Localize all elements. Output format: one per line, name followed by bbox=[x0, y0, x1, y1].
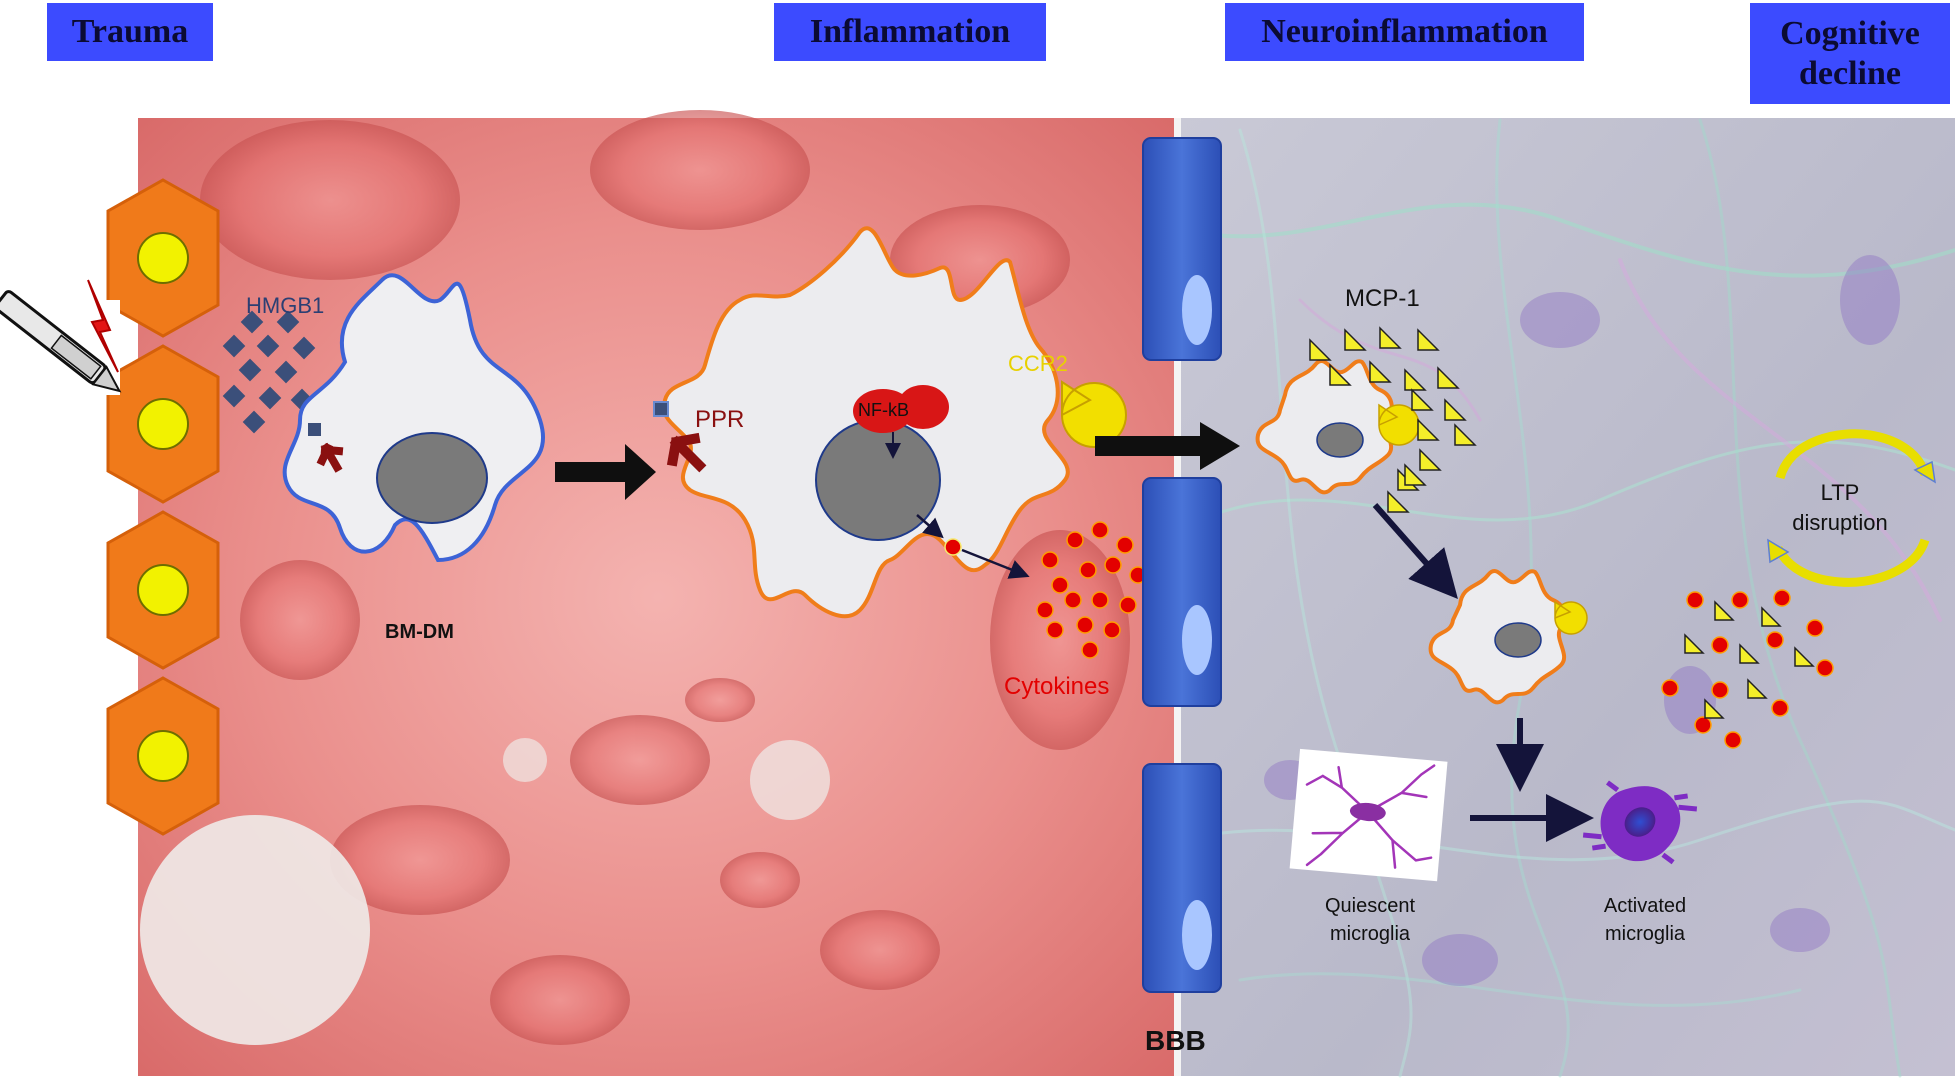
cognitive-line1: Cognitive bbox=[1780, 15, 1920, 53]
receptor-icon bbox=[316, 442, 344, 473]
mcp1-chemokines bbox=[1309, 326, 1477, 513]
nucleus bbox=[376, 432, 488, 524]
scalpel-icon bbox=[0, 290, 122, 395]
brain-cytokines bbox=[1661, 589, 1834, 749]
quiescent-microglia-label-line2: microglia bbox=[1330, 923, 1411, 945]
epithelial-cell bbox=[106, 178, 220, 338]
nascent-cytokine bbox=[944, 538, 962, 556]
stage-header-inflammation: Inflammation bbox=[774, 3, 1046, 61]
mcp1-label: MCP-1 bbox=[1345, 285, 1420, 312]
nfkb-complex bbox=[853, 385, 949, 433]
bound-hmgb1 bbox=[308, 423, 321, 436]
endothelial-cell bbox=[1142, 137, 1222, 361]
arrow-migration bbox=[1372, 503, 1458, 599]
brain-tissue-background bbox=[1178, 118, 1955, 1076]
stage-header-trauma: Trauma bbox=[47, 3, 213, 61]
bound-pamp bbox=[653, 401, 669, 417]
bm-dm-macrophage bbox=[282, 273, 545, 563]
hmgb1-label: HMGB1 bbox=[246, 293, 324, 318]
quiescent-microglia-label-line1: Quiescent bbox=[1325, 895, 1415, 917]
activated-microglia-label-line1: Activated bbox=[1604, 895, 1686, 917]
ltp-label-line2: disruption bbox=[1792, 510, 1887, 535]
nucleus bbox=[815, 419, 941, 541]
stage-header-cognitive-decline: Cognitive decline bbox=[1750, 3, 1950, 104]
arrow-crossing-bbb bbox=[1095, 422, 1240, 470]
epithelial-cell bbox=[106, 344, 220, 504]
quiescent-microglia-image bbox=[1289, 748, 1448, 882]
bm-dm-label: BM-DM bbox=[385, 621, 454, 643]
nucleus-to-cytokine-arrow bbox=[916, 514, 944, 539]
infiltrating-macrophage-1 bbox=[1255, 359, 1420, 495]
activated-microglia-label-line2: microglia bbox=[1605, 923, 1686, 945]
ppr-receptor-icon bbox=[666, 432, 707, 473]
ccr2-receptor-icon bbox=[1061, 380, 1127, 448]
stage-header-neuroinflammation: Neuroinflammation bbox=[1225, 3, 1584, 61]
nfkb-label: NF-kB bbox=[858, 400, 909, 420]
endothelial-cell bbox=[1142, 477, 1222, 707]
epithelial-cells bbox=[106, 178, 220, 836]
ccr2-label: CCR2 bbox=[1008, 351, 1068, 376]
arrow-bmdm-to-activated bbox=[555, 444, 656, 500]
lightning-icon bbox=[87, 279, 119, 373]
activated-microglia-icon bbox=[1582, 780, 1698, 865]
cytokines-label: Cytokines bbox=[1004, 673, 1109, 700]
ltp-label-line1: LTP bbox=[1821, 480, 1860, 505]
cytokine-release-arrow bbox=[961, 548, 1030, 579]
epithelial-cell bbox=[106, 510, 220, 670]
white-blood-cells bbox=[140, 738, 830, 1045]
brain-mcp1 bbox=[1684, 600, 1815, 719]
ltp-cycle-arrows bbox=[1767, 429, 1936, 587]
infiltrating-macrophage-2 bbox=[1428, 569, 1588, 705]
neuron-fibers bbox=[1178, 118, 1955, 1078]
epithelial-cell bbox=[106, 676, 220, 836]
cognitive-line2: decline bbox=[1799, 54, 1901, 92]
ppr-label: PPR bbox=[695, 406, 744, 433]
bbb-endothelial-cells bbox=[1142, 137, 1222, 993]
endothelial-cell bbox=[1142, 763, 1222, 993]
red-blood-cells bbox=[200, 110, 1130, 1045]
bbb-label: BBB bbox=[1145, 1025, 1206, 1056]
